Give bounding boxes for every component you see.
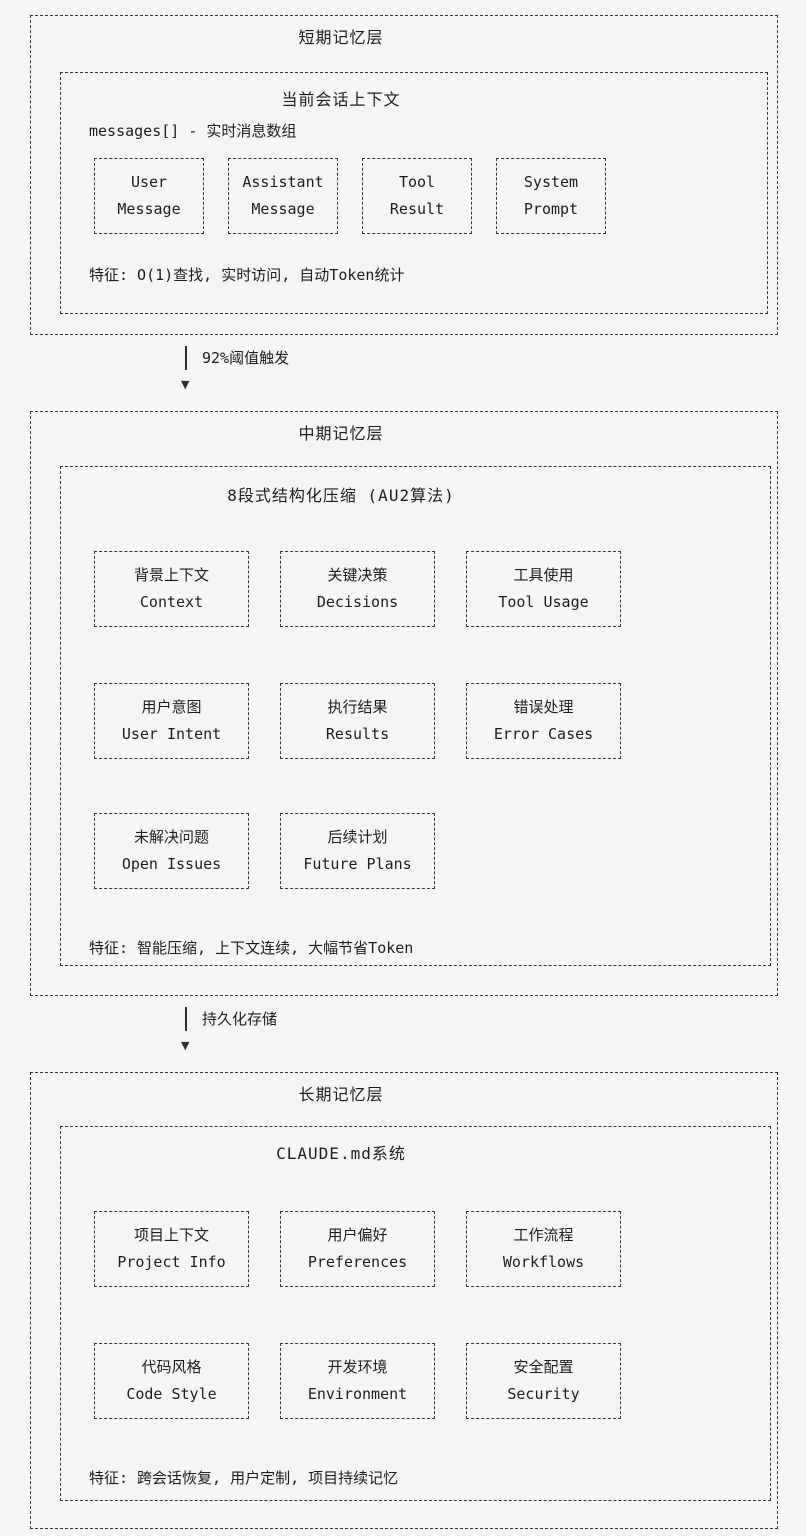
node-line: Prompt: [523, 200, 579, 218]
node-line: System: [523, 173, 579, 191]
connector-row: 持久化存储: [185, 1007, 778, 1031]
node-line: 用户意图: [141, 698, 202, 716]
layer-short-term-memory: 短期记忆层 当前会话上下文 messages[] - 实时消息数组 User M…: [30, 15, 778, 335]
node-future-plans: 后续计划 Future Plans: [280, 813, 435, 889]
connector-persistent-storage: 持久化存储 ▼: [181, 1007, 778, 1052]
node-error-cases: 错误处理 Error Cases: [466, 683, 621, 759]
node-assistant-message: Assistant Message: [228, 158, 338, 234]
node-line: Error Cases: [493, 725, 594, 743]
node-line: Environment: [307, 1385, 408, 1403]
node-line: 背景上下文: [133, 566, 209, 584]
node-line: 用户偏好: [327, 1226, 388, 1244]
node-preferences: 用户偏好 Preferences: [280, 1211, 435, 1287]
node-code-style: 代码风格 Code Style: [94, 1343, 249, 1419]
inner-title-claude-md: CLAUDE.md系统: [276, 1144, 406, 1163]
layer-title-short-term: 短期记忆层: [298, 28, 384, 47]
claude-md-row-2: 代码风格 Code Style 开发环境 Environment 安全配置 Se…: [61, 1343, 770, 1419]
inner-title-session-context: 当前会话上下文: [281, 90, 401, 109]
connector-label: 持久化存储: [202, 1010, 278, 1028]
arrow-down-icon: ▼: [181, 1039, 190, 1052]
node-line: 工具使用: [513, 566, 574, 584]
node-line: 工作流程: [513, 1226, 574, 1244]
node-line: User: [130, 173, 168, 191]
mid-term-inner-panel: 8段式结构化压缩 (AU2算法) 背景上下文 Context 关键决策 Deci…: [60, 466, 771, 966]
node-line: Workflows: [502, 1253, 585, 1271]
connector-line: [185, 346, 187, 370]
node-line: Open Issues: [121, 855, 222, 873]
node-tool-usage: 工具使用 Tool Usage: [466, 551, 621, 627]
node-line: Decisions: [316, 593, 399, 611]
node-line: 开发环境: [327, 1358, 388, 1376]
node-project-info: 项目上下文 Project Info: [94, 1211, 249, 1287]
layer-title-long-term: 长期记忆层: [298, 1085, 384, 1104]
layer-long-term-memory: 长期记忆层 CLAUDE.md系统 项目上下文 Project Info 用户偏…: [30, 1072, 778, 1529]
node-security: 安全配置 Security: [466, 1343, 621, 1419]
node-line: Results: [325, 725, 390, 743]
node-line: Future Plans: [303, 855, 412, 873]
connector-line: [185, 1007, 187, 1031]
node-line: Security: [507, 1385, 580, 1403]
node-system-prompt: System Prompt: [496, 158, 606, 234]
node-decisions: 关键决策 Decisions: [280, 551, 435, 627]
inner-title-compression: 8段式结构化压缩 (AU2算法): [227, 486, 455, 505]
node-open-issues: 未解决问题 Open Issues: [94, 813, 249, 889]
node-line: User Intent: [121, 725, 222, 743]
connector-row: 92%阈值触发: [185, 346, 778, 370]
connector-label: 92%阈值触发: [202, 349, 290, 367]
node-line: 未解决问题: [133, 828, 209, 846]
node-line: 关键决策: [327, 566, 388, 584]
feature-caption-short-term: 特征: O(1)查找, 实时访问, 自动Token统计: [89, 266, 405, 284]
node-environment: 开发环境 Environment: [280, 1343, 435, 1419]
arrow-down-icon: ▼: [181, 378, 190, 391]
claude-md-row-1: 项目上下文 Project Info 用户偏好 Preferences 工作流程…: [61, 1211, 770, 1287]
node-line: Project Info: [117, 1253, 226, 1271]
node-line: Context: [139, 593, 204, 611]
node-line: 项目上下文: [133, 1226, 209, 1244]
message-type-row: User Message Assistant Message Tool Resu…: [61, 158, 767, 234]
node-line: Tool Usage: [498, 593, 589, 611]
node-line: Preferences: [307, 1253, 408, 1271]
long-term-inner-panel: CLAUDE.md系统 项目上下文 Project Info 用户偏好 Pref…: [60, 1126, 771, 1501]
node-tool-result: Tool Result: [362, 158, 472, 234]
node-context: 背景上下文 Context: [94, 551, 249, 627]
short-term-inner-panel: 当前会话上下文 messages[] - 实时消息数组 User Message…: [60, 72, 768, 314]
node-line: 执行结果: [327, 698, 388, 716]
node-line: 错误处理: [513, 698, 574, 716]
feature-caption-long-term: 特征: 跨会话恢复, 用户定制, 项目持续记忆: [89, 1469, 399, 1487]
node-user-intent: 用户意图 User Intent: [94, 683, 249, 759]
node-line: Assistant: [242, 173, 324, 191]
node-workflows: 工作流程 Workflows: [466, 1211, 621, 1287]
node-line: Result: [389, 200, 445, 218]
compression-row-3: 未解决问题 Open Issues 后续计划 Future Plans: [61, 813, 770, 889]
messages-array-caption: messages[] - 实时消息数组: [89, 122, 297, 140]
node-line: Message: [251, 200, 315, 218]
node-user-message: User Message: [94, 158, 204, 234]
node-line: Code Style: [126, 1385, 217, 1403]
layer-title-mid-term: 中期记忆层: [298, 424, 384, 443]
node-line: 后续计划: [327, 828, 388, 846]
connector-threshold-trigger: 92%阈值触发 ▼: [181, 346, 778, 391]
feature-caption-mid-term: 特征: 智能压缩, 上下文连续, 大幅节省Token: [89, 939, 414, 957]
node-line: 代码风格: [141, 1358, 202, 1376]
compression-row-2: 用户意图 User Intent 执行结果 Results 错误处理 Error…: [61, 683, 770, 759]
node-line: Message: [117, 200, 181, 218]
node-results: 执行结果 Results: [280, 683, 435, 759]
node-line: 安全配置: [513, 1358, 574, 1376]
node-line: Tool: [398, 173, 436, 191]
compression-row-1: 背景上下文 Context 关键决策 Decisions 工具使用 Tool U…: [61, 551, 770, 627]
layer-mid-term-memory: 中期记忆层 8段式结构化压缩 (AU2算法) 背景上下文 Context 关键决…: [30, 411, 778, 996]
